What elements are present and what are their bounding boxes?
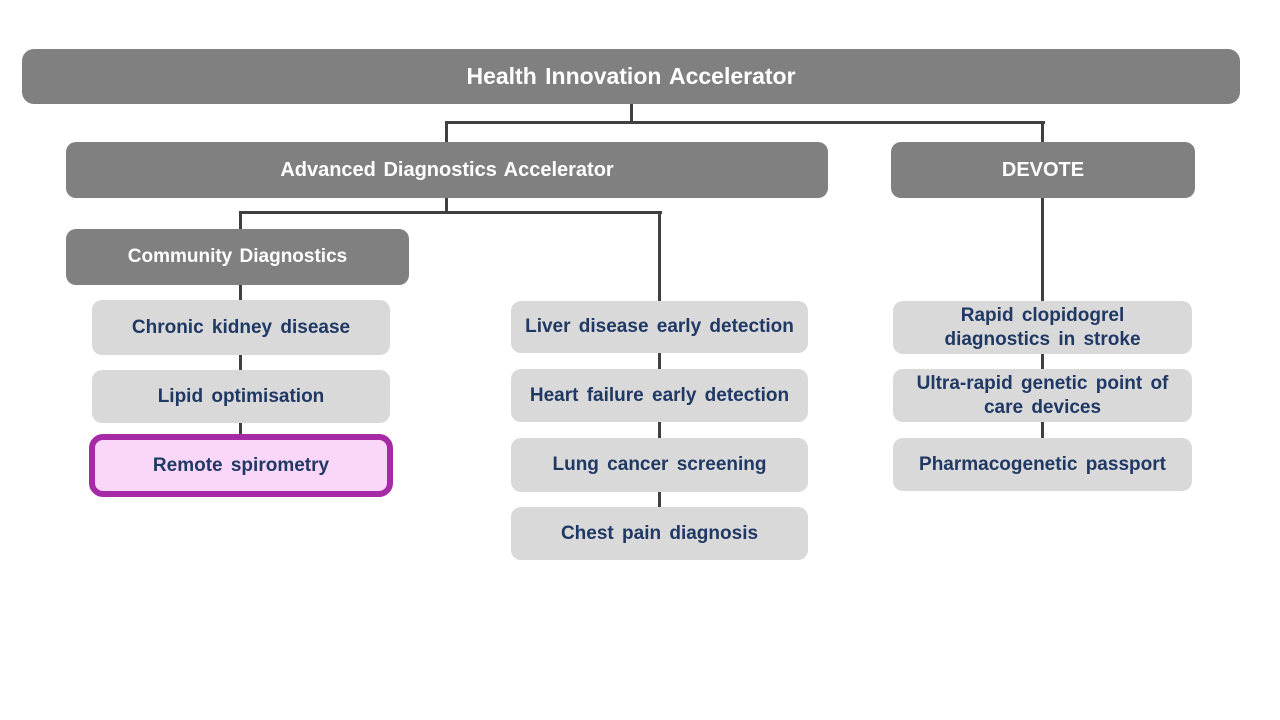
connector-line [239,422,242,435]
node-label: DEVOTE [1001,158,1085,181]
node-label: Pharmacogenetic passport [919,453,1166,475]
node-lipid-optimisation: Lipid optimisation [92,370,390,423]
node-label: Remote spirometry [152,454,330,476]
node-label: Chronic kidney disease [131,316,351,338]
connector-line [239,211,662,214]
connector-line [1041,353,1044,370]
connector-line [445,121,448,142]
node-label: Rapid clopidogrel diagnostics in stroke [944,304,1141,350]
node-heart-failure-early-detection: Heart failure early detection [511,369,808,422]
node-label: Lipid optimisation [157,385,325,407]
node-chronic-kidney-disease: Chronic kidney disease [92,300,390,355]
node-remote-spirometry-highlighted: Remote spirometry [89,434,393,497]
node-community-diagnostics: Community Diagnostics [66,229,409,285]
connector-line [658,211,661,302]
connector-line [658,421,661,439]
node-ultra-rapid-genetic-poc-devices: Ultra-rapid genetic point of care device… [893,369,1192,422]
node-label: Lung cancer screening [552,454,767,475]
connector-line [630,104,633,123]
node-label: Health Innovation Accelerator [466,63,796,89]
connector-line [445,121,1045,124]
node-label: Heart failure early detection [529,384,790,406]
node-lung-cancer-screening: Lung cancer screening [511,438,808,492]
node-advanced-diagnostics-accelerator: Advanced Diagnostics Accelerator [66,142,828,198]
connector-line [1041,421,1044,439]
connector-line [445,197,448,213]
connector-line [1041,121,1044,142]
node-chest-pain-diagnosis: Chest pain diagnosis [511,507,808,560]
node-devote: DEVOTE [891,142,1195,198]
connector-line [658,491,661,508]
node-liver-disease-early-detection: Liver disease early detection [511,301,808,353]
connector-line [239,354,242,371]
node-label: Ultra-rapid genetic point of care device… [916,372,1169,418]
node-rapid-clopidogrel-diagnostics: Rapid clopidogrel diagnostics in stroke [893,301,1192,354]
node-label: Chest pain diagnosis [560,522,759,544]
node-pharmacogenetic-passport: Pharmacogenetic passport [893,438,1192,491]
node-label: Community Diagnostics [127,246,348,267]
connector-line [1041,197,1044,302]
connector-line [658,352,661,370]
node-label: Advanced Diagnostics Accelerator [280,158,614,181]
node-health-innovation-accelerator: Health Innovation Accelerator [22,49,1240,104]
node-label: Liver disease early detection [525,316,794,337]
